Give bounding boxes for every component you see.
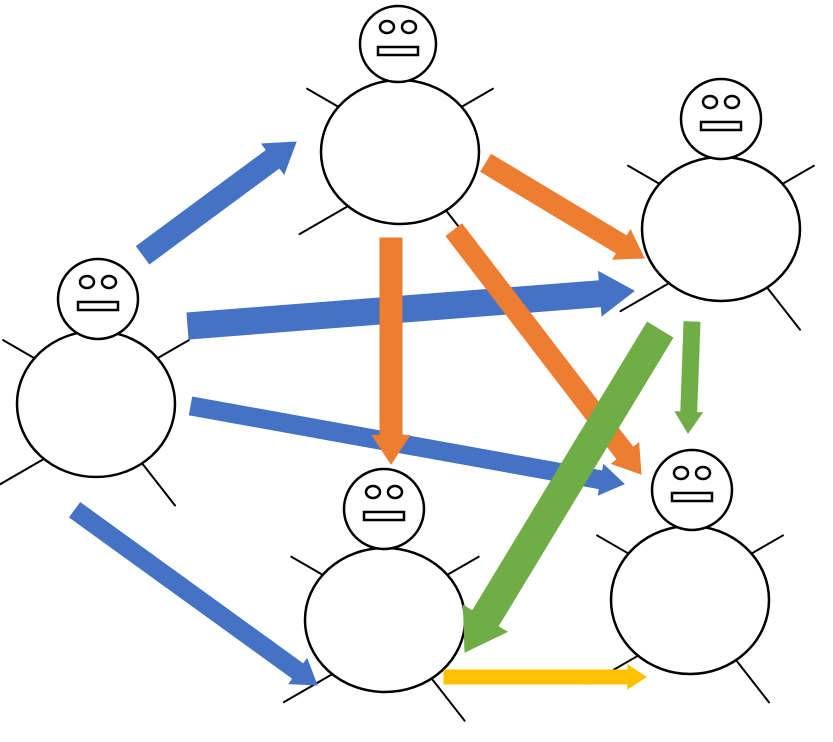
mouth — [376, 45, 420, 57]
arrow-top-center-to-bottom-center — [371, 237, 411, 465]
figures-layer — [0, 4, 815, 722]
arrow-left-to-top-right — [186, 270, 635, 340]
right-eye — [386, 484, 404, 500]
right-eye — [694, 465, 712, 481]
head-circle — [650, 448, 734, 532]
body-circle — [15, 329, 177, 479]
body-circle — [609, 524, 771, 676]
person-bottom-center — [282, 467, 480, 722]
mouth — [362, 510, 406, 522]
arrow-top-center-to-bottom-right — [445, 223, 642, 475]
mouth — [670, 491, 714, 503]
left-eye — [78, 274, 96, 290]
left-eye — [364, 484, 382, 500]
head-circle — [56, 257, 140, 341]
right-eye — [100, 274, 118, 290]
arrow-left-to-top-center — [135, 141, 297, 265]
person-top-center — [298, 4, 494, 254]
left-leg — [619, 279, 676, 313]
left-leg — [0, 454, 51, 486]
right-leg — [732, 655, 771, 704]
arrow-bottom-center-to-bottom-right — [443, 664, 647, 690]
person-top-right — [619, 77, 815, 331]
arrow-left-to-bottom-right — [188, 396, 625, 496]
head-circle — [679, 77, 763, 161]
person-left — [0, 257, 190, 507]
left-eye — [701, 94, 719, 110]
left-leg — [282, 670, 339, 704]
right-eye — [400, 19, 418, 35]
left-eye — [672, 465, 690, 481]
mouth — [76, 300, 120, 312]
right-leg — [427, 673, 466, 722]
right-leg — [138, 458, 177, 507]
left-eye — [378, 19, 396, 35]
body-circle — [319, 78, 481, 226]
head-circle — [358, 4, 438, 84]
arrow-top-center-to-top-right — [480, 153, 645, 260]
body-circle — [640, 155, 802, 303]
right-leg — [763, 282, 802, 331]
arrow-top-right-to-bottom-right — [674, 321, 704, 434]
arrow-left-to-bottom-center — [69, 502, 318, 686]
right-eye — [723, 94, 741, 110]
head-circle — [342, 467, 426, 551]
arrows-layer — [69, 141, 704, 690]
person-bottom-right — [588, 448, 784, 704]
mouth — [699, 120, 743, 132]
body-circle — [303, 546, 467, 694]
left-leg — [298, 202, 355, 236]
arrow-top-right-to-bottom-center — [462, 321, 674, 653]
